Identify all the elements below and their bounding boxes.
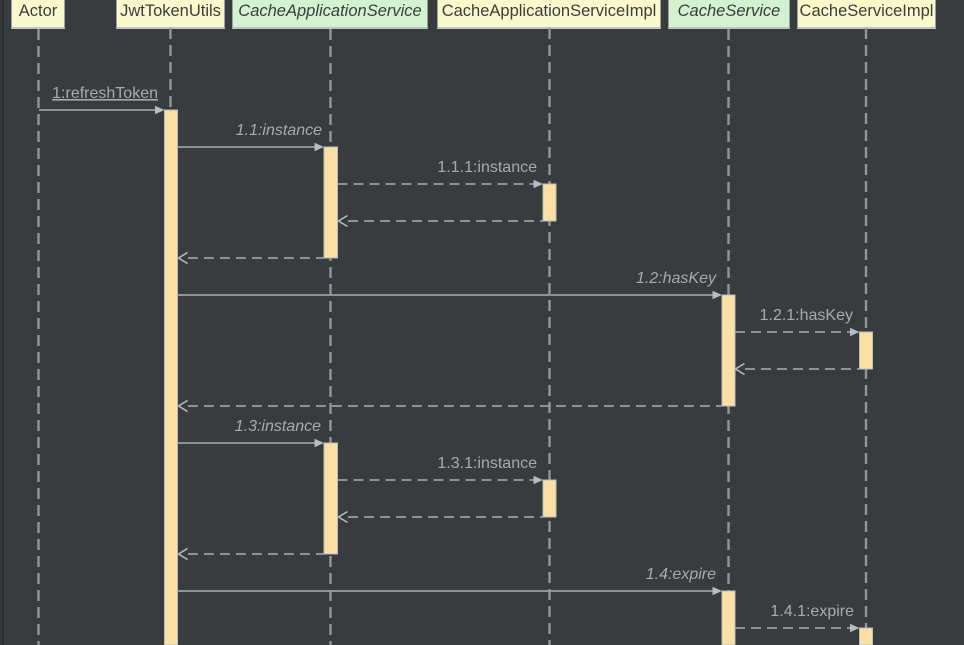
svg-text:1.4:expire: 1.4:expire xyxy=(646,566,716,583)
svg-text:1.2:hasKey: 1.2:hasKey xyxy=(636,270,717,287)
svg-text:1.3:instance: 1.3:instance xyxy=(235,418,321,435)
svg-text:1.1.1:instance: 1.1.1:instance xyxy=(437,159,537,176)
svg-text:1.3.1:instance: 1.3.1:instance xyxy=(437,455,537,472)
svg-text:1:refreshToken: 1:refreshToken xyxy=(52,85,158,102)
svg-text:1.1:instance: 1.1:instance xyxy=(236,122,322,139)
svg-text:1.4.1:expire: 1.4.1:expire xyxy=(770,603,854,620)
svg-text:1.2.1:hasKey: 1.2.1:hasKey xyxy=(760,307,853,324)
